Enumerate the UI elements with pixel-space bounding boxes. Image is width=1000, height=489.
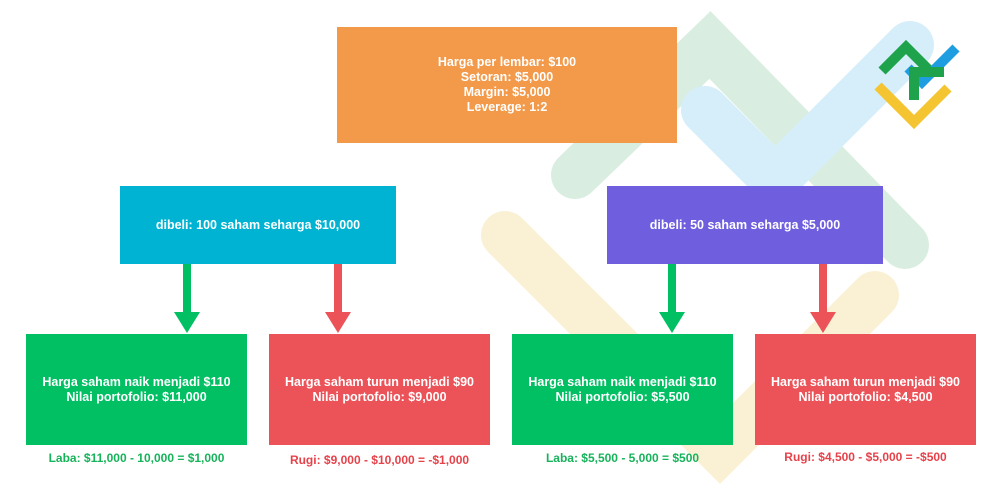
margin: Margin: $5,000: [463, 85, 551, 99]
price-per-share: Harga per lembar: $100: [437, 55, 577, 69]
deposit: Setoran: $5,000: [460, 70, 554, 84]
left-loss-result: Rugi: $9,000 - $10,000 = -$1,000: [289, 453, 470, 467]
price-down-text: Harga saham turun menjadi $90: [285, 374, 474, 389]
left-price-up-box: Harga saham naik menjadi $110 Nilai port…: [26, 334, 247, 445]
bought-label: dibeli: 100 saham seharga $10,000: [155, 217, 361, 232]
right-profit-result: Laba: $5,500 - 5,000 = $500: [545, 451, 700, 465]
top-summary-box: Harga per lembar: $100 Setoran: $5,000 M…: [337, 27, 677, 143]
portfolio-value: Nilai portofolio: $5,500: [555, 389, 690, 404]
arrow-down-green-left: [174, 264, 200, 333]
portfolio-value: Nilai portofolio: $9,000: [312, 389, 447, 404]
price-up-text: Harga saham naik menjadi $110: [42, 374, 231, 389]
leverage: Leverage: 1:2: [466, 100, 548, 114]
bought-label: dibeli: 50 saham seharga $5,000: [649, 217, 841, 232]
portfolio-value: Nilai portofolio: $4,500: [798, 389, 933, 404]
left-profit-result: Laba: $11,000 - 10,000 = $1,000: [48, 451, 225, 465]
bought-50-shares-box: dibeli: 50 saham seharga $5,000: [607, 186, 883, 264]
price-up-text: Harga saham naik menjadi $110: [528, 374, 717, 389]
right-loss-result: Rugi: $4,500 - $5,000 = -$500: [784, 450, 947, 464]
arrow-down-green-right: [659, 264, 685, 333]
arrow-down-red-left: [325, 264, 351, 333]
bought-100-shares-box: dibeli: 100 saham seharga $10,000: [120, 186, 396, 264]
arrow-down-red-right: [810, 264, 836, 333]
right-price-down-box: Harga saham turun menjadi $90 Nilai port…: [755, 334, 976, 445]
left-price-down-box: Harga saham turun menjadi $90 Nilai port…: [269, 334, 490, 445]
portfolio-value: Nilai portofolio: $11,000: [66, 389, 207, 404]
right-price-up-box: Harga saham naik menjadi $110 Nilai port…: [512, 334, 733, 445]
price-down-text: Harga saham turun menjadi $90: [771, 374, 960, 389]
brand-logo-icon: [874, 39, 960, 130]
